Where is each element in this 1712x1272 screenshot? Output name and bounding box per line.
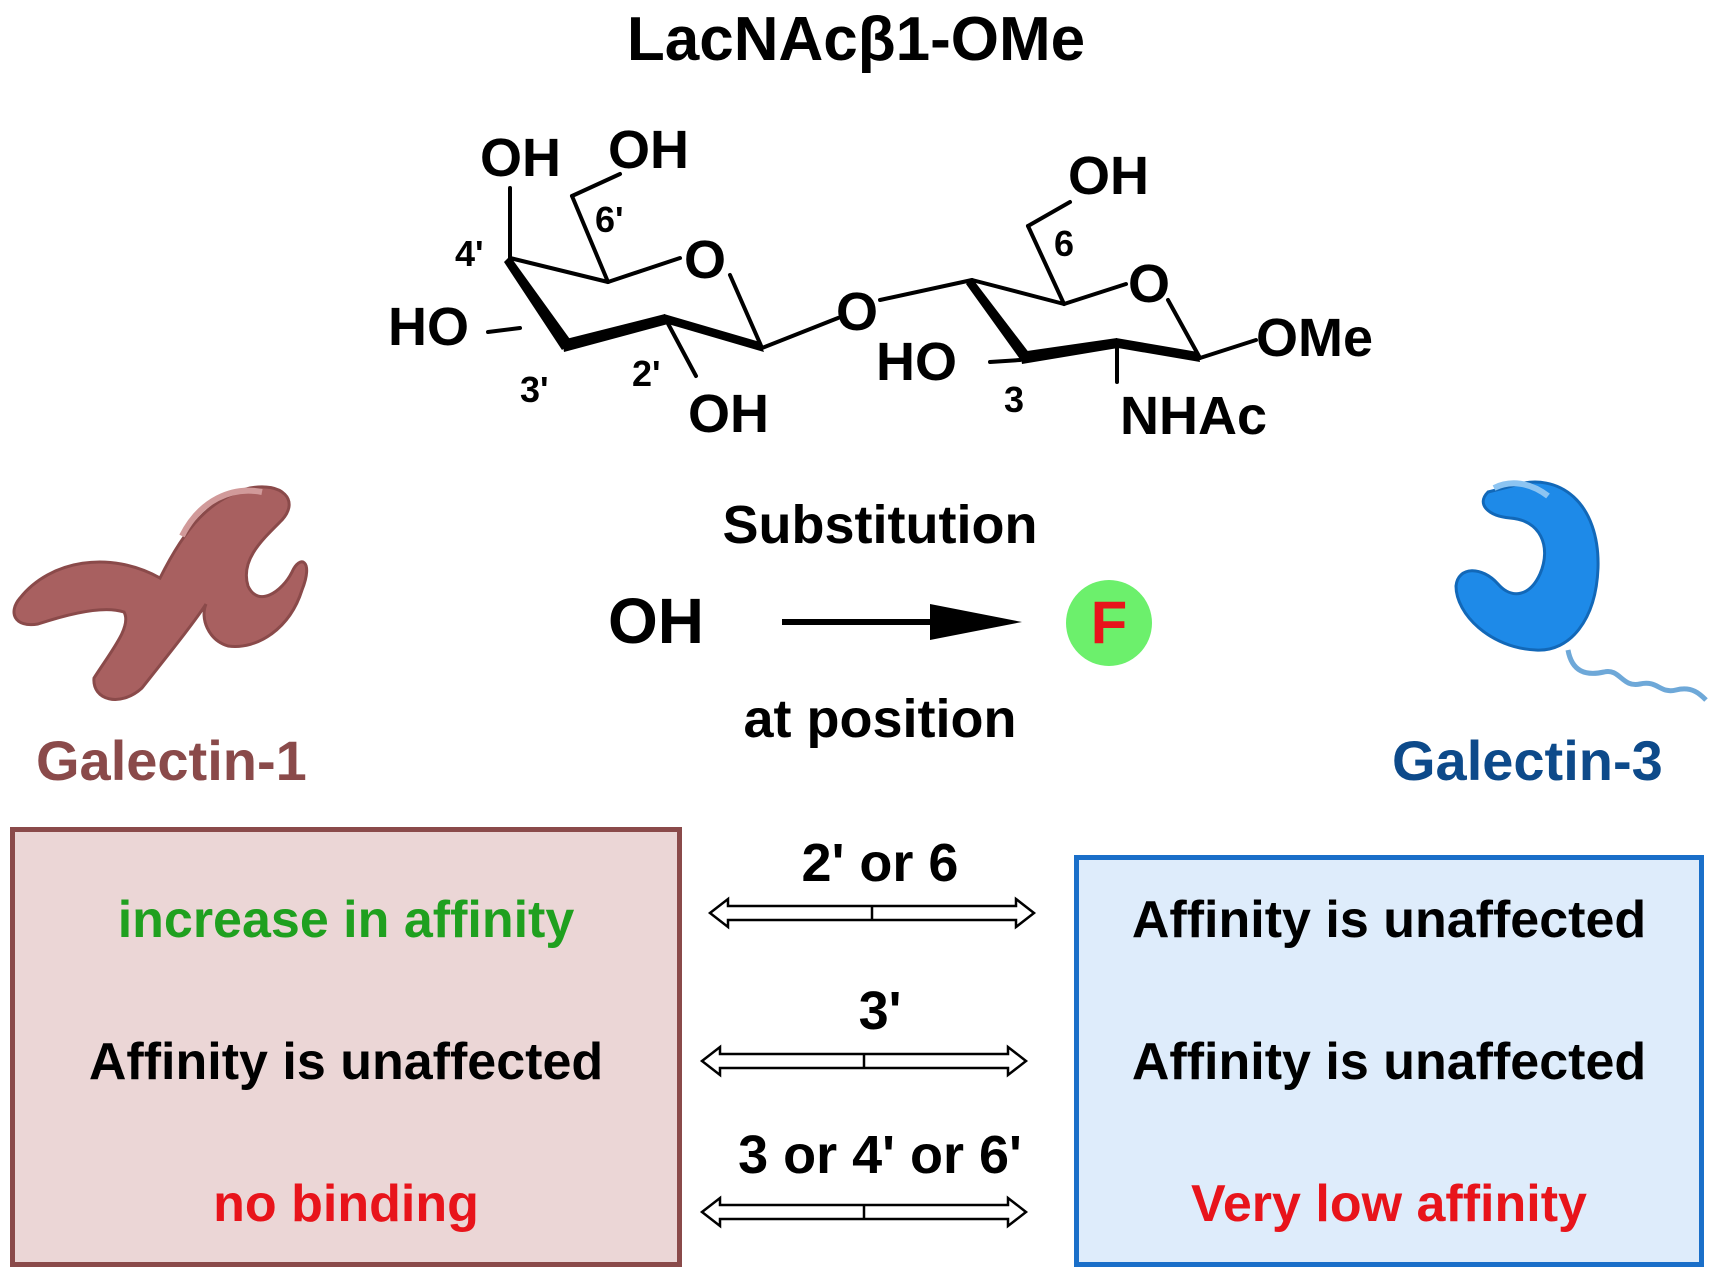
glc-pos-3: 3 xyxy=(1004,379,1024,420)
galectin-1-label: Galectin-1 xyxy=(36,729,307,792)
diagram-title: LacNAcβ1-OMe xyxy=(626,5,1086,74)
gal-oh-4: OH xyxy=(480,128,561,188)
galectin-1-protein-icon xyxy=(12,485,309,701)
substitution-arrow xyxy=(782,604,1022,640)
gal-oh-6: OH xyxy=(608,120,689,180)
galectin-3-protein-icon xyxy=(1454,480,1708,702)
galectin-3-label: Galectin-3 xyxy=(1392,729,1663,792)
galectin-1-result-2: Affinity is unaffected xyxy=(88,1033,604,1091)
substitution-title: Substitution xyxy=(722,495,1038,555)
fluorine-badge: F xyxy=(1066,580,1152,666)
position-label-3: 3 or 4' or 6' xyxy=(738,1125,1022,1185)
glc-ho-3: HO xyxy=(876,332,957,392)
gal-pos-3: 3' xyxy=(520,369,549,410)
galectin-1-result-1: increase in affinity xyxy=(117,891,575,949)
lacnac-structure: OH OH O HO OH 4' 6' 3' 2' O OH O OMe HO … xyxy=(388,120,1373,446)
gal-pos-6: 6' xyxy=(595,199,624,240)
galectin-3-results-box: Affinity is unaffected Affinity is unaff… xyxy=(1074,855,1704,1267)
galectin-3-result-3: Very low affinity xyxy=(1191,1175,1587,1233)
galectin-3-result-1: Affinity is unaffected xyxy=(1131,891,1647,949)
substitution-from: OH xyxy=(608,585,704,657)
glc-ome: OMe xyxy=(1256,308,1373,368)
glc-nhac: NHAc xyxy=(1120,386,1267,446)
galectin-1-results-box: increase in affinity Affinity is unaffec… xyxy=(10,827,682,1267)
gal-oh-2: OH xyxy=(688,384,769,444)
glc-pos-6: 6 xyxy=(1054,223,1074,264)
position-label-2: 3' xyxy=(858,981,902,1041)
gal-ho-3: HO xyxy=(388,297,469,357)
substitution-subtitle: at position xyxy=(743,689,1017,749)
gal-pos-4: 4' xyxy=(455,233,484,274)
glc-oh-6: OH xyxy=(1068,146,1149,206)
gal-ring-o: O xyxy=(684,230,726,290)
glc-ring-o: O xyxy=(1128,254,1170,314)
position-label-1: 2' or 6 xyxy=(801,833,959,893)
galectin-1-result-3: no binding xyxy=(213,1175,479,1233)
gal-pos-2: 2' xyxy=(632,353,661,394)
glycosidic-o: O xyxy=(836,282,878,342)
galectin-3-result-2: Affinity is unaffected xyxy=(1131,1033,1647,1091)
